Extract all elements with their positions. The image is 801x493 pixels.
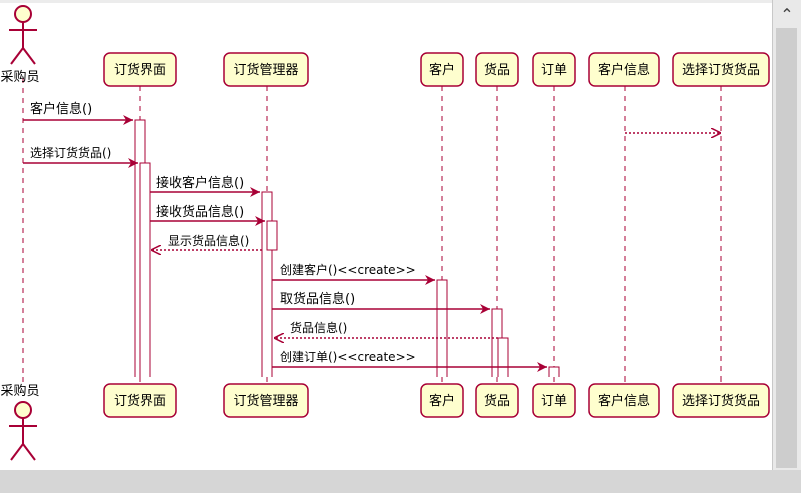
message-7-label: 创建客户()<<create>>: [280, 262, 416, 277]
message-6-label: 显示货品信息(): [168, 233, 249, 248]
actor-bottom[interactable]: 采购员: [0, 383, 40, 461]
participant-select-label: 选择订货货品: [682, 62, 760, 78]
vertical-scrollbar[interactable]: ⌃: [772, 0, 801, 470]
actor-stick-figure-icon-bottom: [9, 401, 37, 461]
participant-ui-label: 订货界面: [114, 62, 166, 78]
activation-order: [548, 366, 560, 379]
participant-order-label: 订单: [541, 63, 567, 78]
activation-ui-2: [139, 162, 151, 379]
participant-heads-bottom: 订货界面 订货管理器 客户 货品 订单 客户信息: [103, 383, 770, 418]
message-4-label: 接收客户信息(): [156, 175, 244, 191]
participant-custinfo-label-bottom: 客户信息: [598, 393, 650, 409]
participant-mgr-label: 订货管理器: [233, 62, 298, 78]
participant-mgr-top[interactable]: 订货管理器: [223, 52, 309, 87]
activation-bars: [134, 119, 560, 379]
participant-select-bottom[interactable]: 选择订货货品: [672, 383, 770, 418]
message-9: 货品信息(): [274, 320, 498, 338]
message-10-label: 创建订单()<<create>>: [280, 350, 416, 364]
participant-heads-top: 订货界面 订货管理器 客户 货品 订单 客户信息: [103, 52, 770, 87]
participant-customer-top[interactable]: 客户: [420, 52, 464, 87]
actor-label-bottom: 采购员: [0, 383, 39, 399]
participant-ui-label-bottom: 订货界面: [114, 393, 166, 409]
message-1: 客户信息(): [23, 101, 133, 125]
horizontal-scrollbar-area: [0, 470, 801, 493]
participant-custinfo-top[interactable]: 客户信息: [588, 52, 660, 87]
message-5: 接收货品信息(): [150, 204, 265, 226]
activation-mgr-1: [261, 191, 273, 379]
lifelines: [22, 78, 722, 383]
message-10: 创建订单()<<create>>: [272, 350, 547, 372]
scrollbar-corner: [772, 470, 801, 493]
actor-label-top: 采购员: [0, 69, 39, 85]
activation-mgr-2: [266, 220, 278, 251]
actor-top[interactable]: 采购员: [0, 5, 40, 85]
messages: 客户信息() 选择订货货品() 接收客户信息() 接收货品信息() 显示货品信息…: [23, 101, 721, 372]
participant-ui-top[interactable]: 订货界面: [103, 52, 177, 87]
participant-goods-bottom[interactable]: 货品: [475, 383, 519, 418]
participant-custinfo-label: 客户信息: [598, 62, 650, 78]
participant-customer-label: 客户: [429, 62, 455, 78]
participant-customer-bottom[interactable]: 客户: [420, 383, 464, 418]
sequence-diagram: 订货界面 订货管理器 客户 货品 订单 客户信息: [0, 5, 770, 461]
message-7: 创建客户()<<create>>: [272, 262, 435, 285]
lifelines-bottom: [22, 377, 722, 386]
participant-order-label-bottom: 订单: [541, 394, 567, 409]
top-border: [0, 0, 772, 3]
participant-select-top[interactable]: 选择订货货品: [672, 52, 770, 87]
message-3: 选择订货货品(): [23, 145, 138, 168]
activation-goods-2: [497, 337, 509, 379]
activation-customer: [436, 279, 448, 379]
participant-order-bottom[interactable]: 订单: [532, 383, 576, 418]
participant-goods-label: 货品: [484, 62, 510, 78]
message-1-label: 客户信息(): [30, 101, 92, 117]
participant-goods-label-bottom: 货品: [484, 393, 510, 409]
message-5-label: 接收货品信息(): [156, 204, 244, 220]
message-9-label: 货品信息(): [290, 320, 347, 335]
message-8: 取货品信息(): [272, 291, 490, 314]
scrollbar-thumb[interactable]: [776, 28, 797, 468]
participant-ui-bottom[interactable]: 订货界面: [103, 383, 177, 418]
diagram-canvas: 订货界面 订货管理器 客户 货品 订单 客户信息: [0, 0, 772, 470]
message-4: 接收客户信息(): [150, 175, 260, 197]
participant-order-top[interactable]: 订单: [532, 52, 576, 87]
message-6: 显示货品信息(): [151, 233, 262, 250]
actor-stick-figure-icon: [9, 5, 37, 65]
participant-select-label-bottom: 选择订货货品: [682, 393, 760, 409]
message-3-label: 选择订货货品(): [30, 145, 111, 160]
participant-custinfo-bottom[interactable]: 客户信息: [588, 383, 660, 418]
message-8-label: 取货品信息(): [280, 291, 355, 307]
participant-customer-label-bottom: 客户: [429, 393, 455, 409]
participant-mgr-bottom[interactable]: 订货管理器: [223, 383, 309, 418]
participant-mgr-label-bottom: 订货管理器: [233, 393, 298, 409]
chevron-up-icon[interactable]: ⌃: [780, 5, 794, 24]
participant-goods-top[interactable]: 货品: [475, 52, 519, 87]
